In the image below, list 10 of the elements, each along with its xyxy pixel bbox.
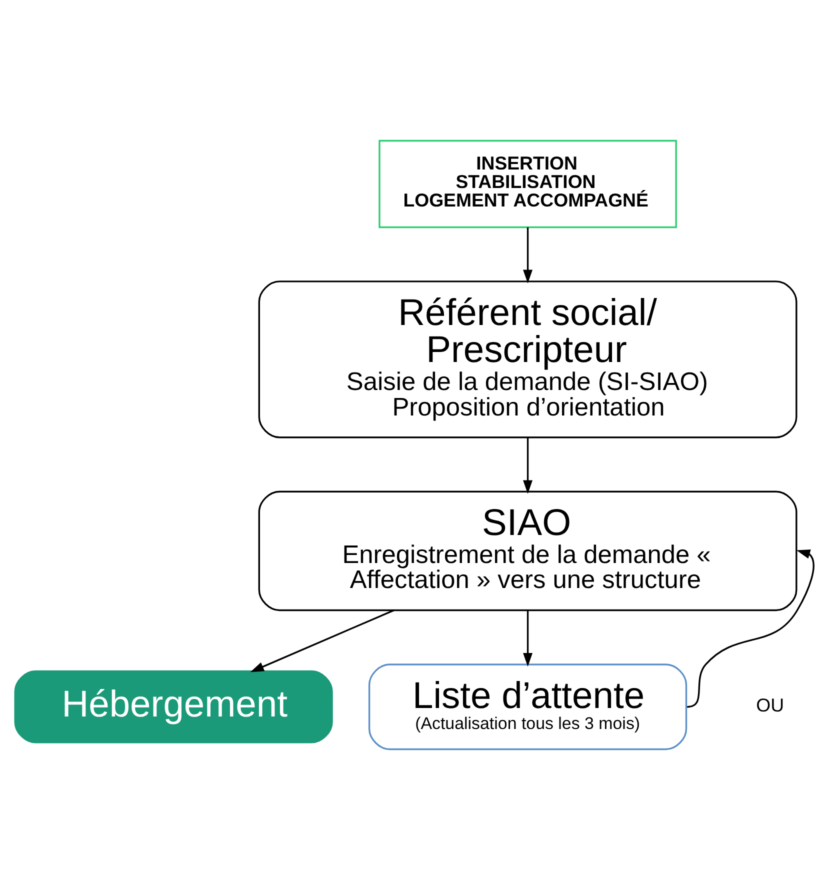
arrow [523,610,533,667]
node-box: INSERTION STABILISATION LOGEMENT ACCOMPAGNÉ [378,140,677,228]
arrow [250,610,394,672]
node-box: Référent social/ Prescripteur Saisie de la demande (SI-SIAO) Proposition d’orientation [258,280,798,438]
label: OU [756,694,784,716]
node-box: SIAO Enregistrement de la demande « Affectation » vers une structure [258,490,798,612]
node-box: Liste d’attente (Actualisation tous les 3 mois) [368,664,688,750]
arrow [523,438,533,494]
node-box: Hébergement [14,670,333,744]
arrow [523,227,533,284]
